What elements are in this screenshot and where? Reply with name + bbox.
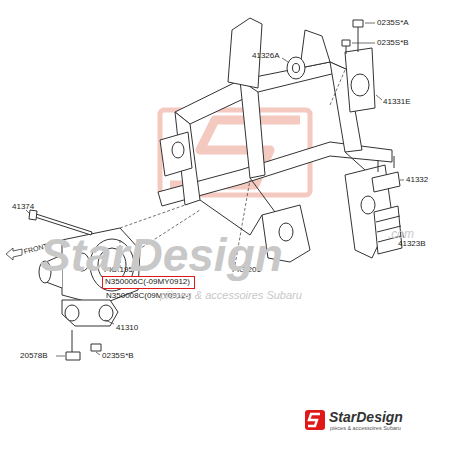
part-number: 41323B (398, 240, 426, 248)
part-number: N350006C(-09MY0912) (105, 278, 192, 286)
part-number: 41374 (12, 203, 34, 211)
member-body (62, 300, 118, 326)
part-number: 0235S*A (377, 19, 409, 27)
member-bush (99, 305, 113, 321)
part-number: 20578B (20, 352, 48, 360)
highlight-box: N350006C(-09MY0912) (102, 276, 195, 289)
arrow-shape (6, 248, 22, 260)
mount-hole (172, 142, 184, 158)
leader-line (352, 43, 375, 44)
logo-text: StarDesign (329, 410, 403, 424)
logo-s (308, 414, 320, 426)
bushing (287, 57, 305, 79)
mid-member (240, 80, 265, 178)
mount-hole (361, 196, 375, 214)
brace (200, 152, 365, 235)
nut (342, 40, 350, 46)
rear-beam (175, 62, 348, 124)
part-number: 41326A (252, 52, 280, 60)
nut (353, 20, 363, 27)
part-number: 0235S*B (377, 39, 409, 47)
leader-lines (26, 23, 404, 356)
watermark: .com (388, 228, 414, 240)
member-bush (65, 305, 79, 321)
watermark: pièces & accessoires Subaru (160, 290, 302, 301)
front-left-arm-mount (160, 132, 192, 176)
leader-line (376, 95, 382, 100)
watermark: StarDesign (40, 232, 283, 278)
diff-mount-bracket (342, 20, 375, 112)
bolt-head (29, 210, 37, 220)
logo-tagline: pièces & accessoires Subaru (330, 426, 401, 432)
bolt (66, 330, 80, 360)
leader-line (282, 58, 288, 62)
plate-rod (378, 156, 394, 172)
leader-line (365, 23, 375, 24)
leader-line (96, 352, 100, 355)
fasteners (66, 330, 101, 360)
bracket-bush (351, 74, 369, 96)
part-number: 41331E (383, 98, 411, 106)
part-number: 0235S*B (102, 352, 134, 360)
bracket-body (345, 48, 375, 112)
bushing-core (293, 64, 300, 73)
damper-plate (372, 172, 400, 192)
logo-square (305, 410, 325, 430)
part-number: 41332 (406, 176, 428, 184)
nut (91, 344, 101, 351)
leader-line (105, 320, 114, 324)
diff-front-member (62, 300, 118, 326)
rear-crossmember (158, 18, 392, 262)
part-number: 41310 (116, 324, 138, 332)
logo-icon (305, 410, 325, 430)
leader-line (56, 356, 65, 357)
front-arrow (6, 248, 22, 260)
right-tower (300, 30, 330, 68)
leader-line (400, 180, 404, 181)
bushing-body (287, 57, 305, 79)
